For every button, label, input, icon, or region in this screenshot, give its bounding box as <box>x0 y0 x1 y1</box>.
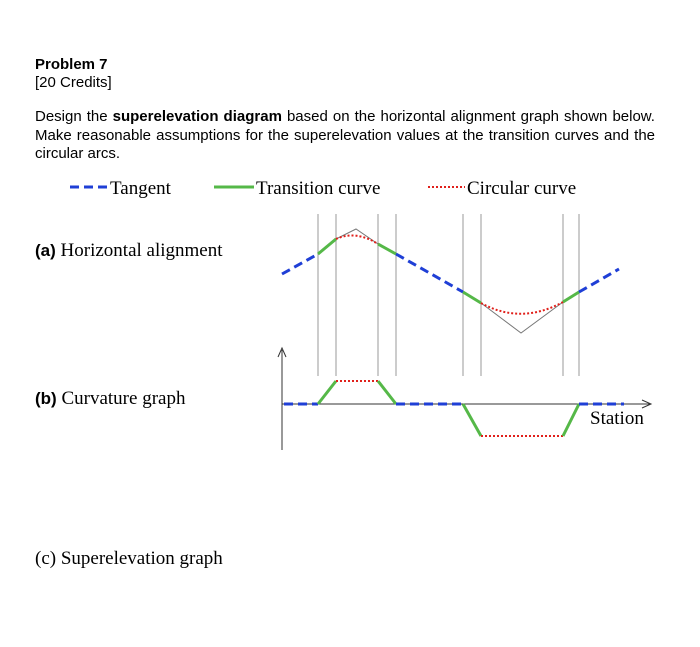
legend-circular-label: Circular curve <box>467 178 576 199</box>
transition-segment <box>462 290 482 305</box>
transition-segment <box>562 290 580 304</box>
tangent-segment <box>281 252 319 276</box>
circular-segment <box>480 301 564 315</box>
pi-tangent-extension <box>335 228 379 245</box>
horizontal-alignment-plot <box>281 228 620 334</box>
station-guide-lines <box>317 214 580 376</box>
label-a-tag: (a) <box>35 241 56 260</box>
transition-segment <box>317 237 337 256</box>
label-b-text: Curvature graph <box>61 388 186 409</box>
curvature-graph-plot: Station <box>277 346 653 450</box>
legend: Tangent Transition curve Circular curve <box>70 178 576 199</box>
problem-credits: [20 Credits] <box>35 74 112 91</box>
legend-tangent-label: Tangent <box>110 178 172 199</box>
y-axis-arrow-icon <box>277 346 287 358</box>
label-horizontal-alignment: (a) Horizontal alignment <box>35 240 223 262</box>
transition-segment <box>377 242 397 256</box>
station-axis-label: Station <box>590 408 644 429</box>
label-superelevation-graph: (c) Superelevation graph <box>35 548 223 569</box>
tangent-segment <box>395 252 464 294</box>
curvature-transition <box>561 403 581 437</box>
curvature-transition <box>376 380 398 405</box>
problem-title: Problem 7 <box>35 56 108 73</box>
legend-transition-label: Transition curve <box>256 178 380 199</box>
label-curvature-graph: (b) Curvature graph <box>35 388 185 410</box>
label-b-tag: (b) <box>35 389 57 408</box>
curvature-transition <box>461 403 483 437</box>
statement-part2: based on the horizontal alignment graph … <box>35 108 655 162</box>
circular-segment <box>335 234 379 245</box>
tangent-segment <box>578 267 620 294</box>
x-axis-arrow-icon <box>641 399 653 409</box>
curvature-transition <box>316 380 338 405</box>
statement-bold: superelevation diagram <box>112 108 282 125</box>
pi-tangent-extension <box>480 301 564 334</box>
problem-statement: Design the superelevation diagram based … <box>35 108 655 164</box>
label-a-text: Horizontal alignment <box>60 240 223 261</box>
statement-part1: Design the <box>35 108 113 125</box>
